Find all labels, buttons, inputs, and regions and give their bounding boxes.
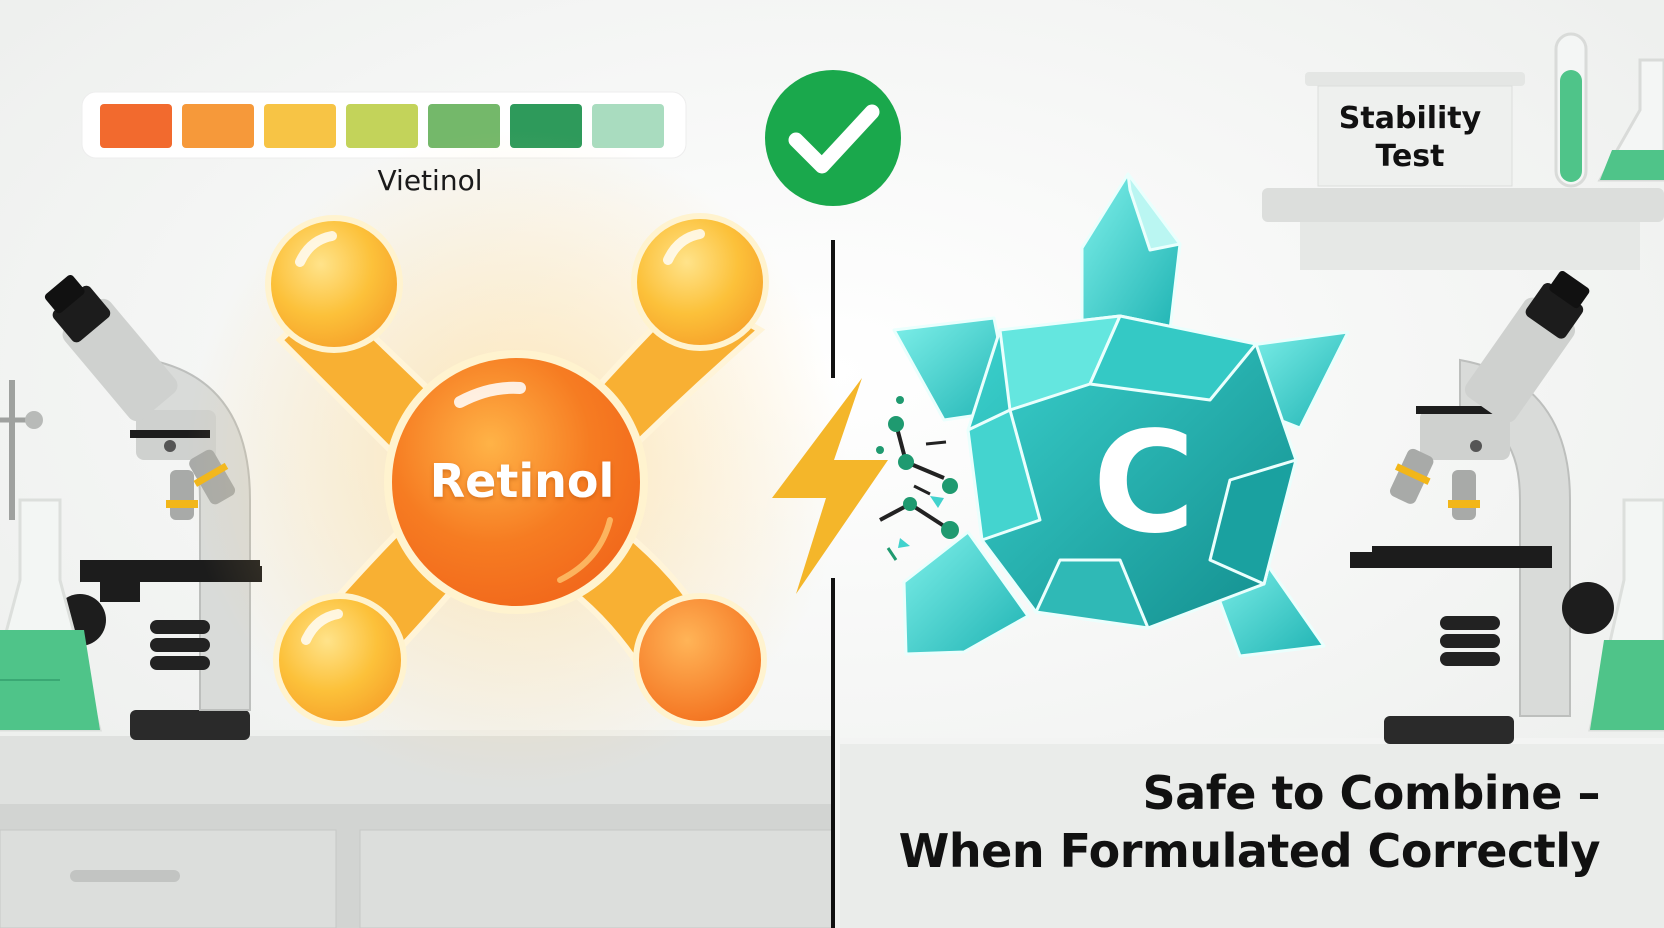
- check-badge: [765, 70, 901, 206]
- crystal-shards: [898, 496, 944, 548]
- test-tube: [1554, 32, 1588, 188]
- stability-line-1: Stability: [1338, 101, 1482, 136]
- headline: Safe to Combine – When Formulated Correc…: [898, 764, 1601, 880]
- scale-segment-7: [592, 104, 664, 148]
- scale-segment-3: [264, 104, 336, 148]
- retinol-label: Retinol: [429, 454, 615, 508]
- vitamin-c-label: C: [1092, 402, 1196, 565]
- right-microscope: [1350, 270, 1614, 744]
- right-counter: [840, 738, 1664, 928]
- shelf-flask: [1597, 58, 1664, 182]
- vitamin-c-crystal: [892, 172, 1350, 658]
- scale-segment-4: [346, 104, 418, 148]
- left-flask: [0, 498, 102, 732]
- stability-line-2: Test: [1375, 139, 1445, 174]
- scale-segment-1: [100, 104, 172, 148]
- broken-molecule-icon: [876, 396, 959, 561]
- retinol-molecule: [186, 130, 846, 790]
- scale-caption: Vietinol: [377, 164, 483, 197]
- lightning-icon: [772, 378, 888, 594]
- headline-line-2: When Formulated Correctly: [898, 824, 1601, 878]
- headline-line-1: Safe to Combine –: [1142, 766, 1601, 820]
- right-shelf: [1262, 72, 1664, 270]
- check-icon: [788, 104, 880, 174]
- ring-stand: [0, 380, 43, 520]
- stability-test-label: Stability Test: [1300, 100, 1520, 176]
- right-flask: [1588, 498, 1664, 732]
- scale-segment-2: [182, 104, 254, 148]
